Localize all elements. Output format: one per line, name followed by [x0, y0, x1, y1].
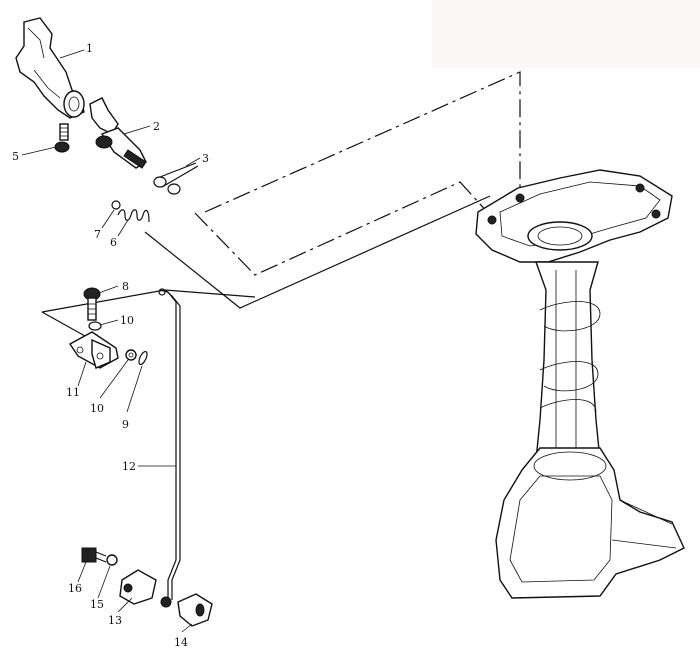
leader-3 [185, 157, 201, 167]
assembly-line-2 [194, 181, 501, 276]
background-patch [432, 0, 700, 68]
callout-16: 16 [68, 582, 82, 595]
part-10-washer-lower [125, 349, 137, 361]
leader-16 [77, 561, 87, 583]
part-15-washer [106, 554, 118, 566]
assembly-lines [41, 71, 521, 337]
callout-2: 2 [153, 120, 160, 133]
assembly-line-3 [144, 195, 491, 309]
leader-8 [95, 285, 119, 295]
callout-10-upper: 10 [120, 314, 134, 327]
part-13-clamp [119, 569, 157, 605]
part-9-cotter-pin [138, 350, 148, 366]
part-3-spring-clips [153, 162, 199, 195]
callout-3: 3 [202, 152, 209, 165]
callout-11: 11 [66, 386, 80, 399]
callout-1: 1 [86, 42, 93, 55]
leader-14 [181, 623, 193, 633]
part-2-shift-shaft [89, 97, 147, 169]
leader-10b [99, 359, 129, 399]
assembly-line-5 [41, 311, 86, 337]
part-14-clamp [160, 593, 213, 627]
leader-2 [123, 125, 151, 135]
assembly-line-1 [204, 71, 521, 213]
part-1-handle-bracket [15, 17, 85, 119]
callout-13: 13 [108, 614, 122, 627]
callout-15: 15 [90, 598, 104, 611]
leader-5 [21, 146, 57, 156]
part-8-bolt [83, 287, 101, 321]
part-6-spring [117, 209, 150, 223]
part-10-washer-upper [88, 321, 102, 331]
leader-11 [77, 361, 87, 387]
part-5-bolt [54, 123, 70, 153]
callout-9: 9 [122, 418, 129, 431]
leader-10a [99, 319, 119, 326]
leader-13 [117, 597, 133, 613]
callout-10-lower: 10 [90, 402, 104, 415]
leader-6 [117, 219, 129, 237]
callout-5: 5 [12, 150, 19, 163]
assembly-line-4 [41, 289, 256, 313]
callout-12: 12 [122, 460, 136, 473]
leader-lines [21, 49, 201, 633]
callout-14: 14 [174, 636, 188, 649]
leader-9 [126, 365, 143, 413]
part-12-shift-rod [158, 288, 181, 600]
callout-labels: 1 2 3 5 6 7 8 10 10 9 11 12 13 14 15 16 [12, 42, 209, 649]
part-16-bolt [81, 547, 107, 563]
callout-7: 7 [94, 228, 101, 241]
callout-6: 6 [110, 236, 117, 249]
part-7-ball [111, 200, 121, 210]
leader-7 [101, 209, 115, 229]
part-11-bracket [68, 331, 119, 369]
callout-8: 8 [122, 280, 129, 293]
leader-15 [97, 565, 111, 599]
drive-shaft-housing [475, 169, 685, 599]
leader-1 [59, 49, 85, 59]
